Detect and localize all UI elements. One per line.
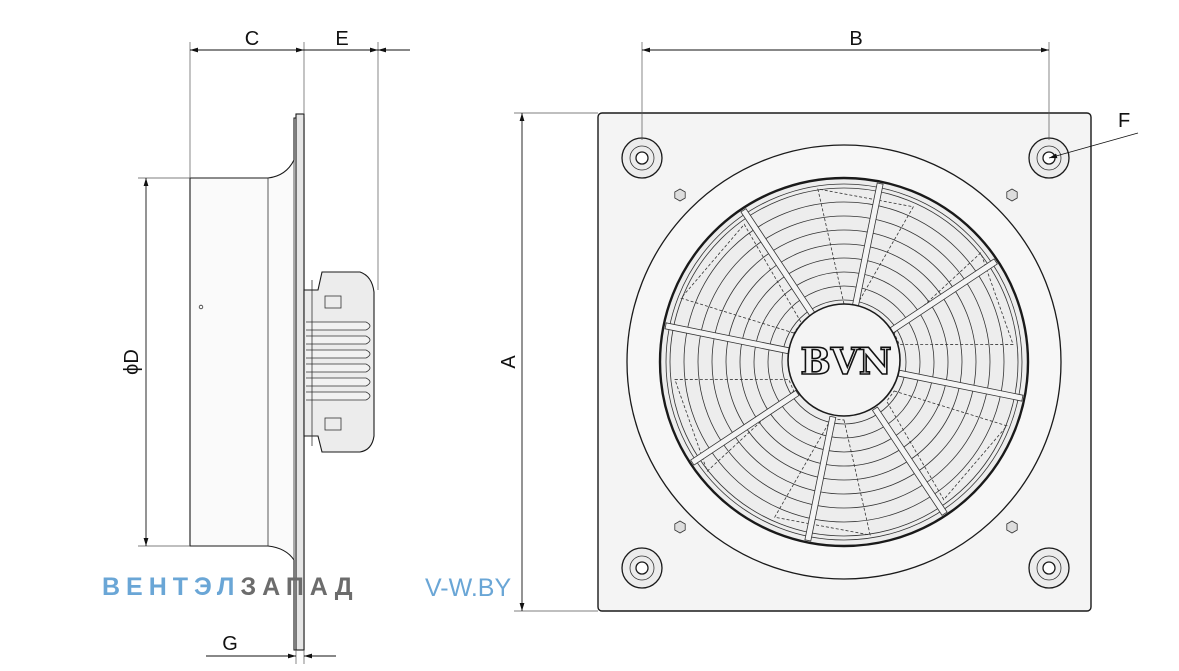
label-f: F <box>1118 110 1130 132</box>
fan-blade <box>817 188 914 306</box>
fan-blade <box>680 223 802 334</box>
mounting-plate <box>295 113 305 651</box>
corner-hole <box>635 151 649 165</box>
logo-text: BVN <box>800 341 891 383</box>
dimension-a: A <box>498 112 598 612</box>
guard-ring <box>753 271 935 453</box>
cooling-rib <box>306 377 371 387</box>
dimension-b: B <box>641 28 1050 140</box>
corner-hole <box>635 561 649 575</box>
hex-nut <box>1006 520 1018 534</box>
label-e: E <box>335 28 348 50</box>
dimension-e: E <box>304 28 410 290</box>
hex-nut <box>1006 188 1018 202</box>
watermark-site: V-W.BY <box>425 574 512 602</box>
fan-blade <box>774 418 871 536</box>
mounting-nuts <box>674 188 1018 534</box>
guard-spoke <box>804 415 837 542</box>
hub <box>787 303 901 417</box>
label-g: G <box>222 633 238 655</box>
corner-holes <box>621 137 1070 589</box>
guard-ring <box>739 257 949 467</box>
cooling-rib <box>306 363 371 373</box>
guard-spoke <box>871 406 948 516</box>
label-c: C <box>245 28 259 50</box>
dimension-d: ϕD <box>121 177 190 547</box>
guard-ring <box>669 187 1019 537</box>
fan-blade <box>674 378 795 472</box>
corner-hole-ring <box>629 145 655 171</box>
cooling-rib <box>306 321 371 331</box>
corner-hole <box>1042 561 1056 575</box>
side-view: C E ϕD G <box>121 28 410 664</box>
guard-ring <box>767 285 921 439</box>
label-a: A <box>498 355 520 369</box>
cooling-rib <box>306 335 371 345</box>
rivet-mark <box>198 304 204 310</box>
front-view: BVN B A F <box>498 28 1139 612</box>
cooling-rib <box>306 349 371 359</box>
watermark-brand: ВЕНТЭЛЗАПАД <box>102 573 359 602</box>
corner-hole-ring <box>1036 145 1062 171</box>
guard-ring <box>725 243 963 481</box>
leader-f: F <box>1048 110 1139 159</box>
guard-ring <box>697 215 991 509</box>
cooling-rib <box>306 391 371 401</box>
fan-blade <box>886 390 1008 501</box>
dimension-c: C <box>189 28 305 178</box>
hex-nut <box>674 188 686 202</box>
corner-hole-ring <box>1036 555 1062 581</box>
corner-hole-ring <box>629 555 655 581</box>
label-b: B <box>849 28 862 50</box>
motor <box>303 271 375 453</box>
watermark-part1: ВЕНТЭЛ <box>102 573 241 601</box>
guard-spoke <box>690 389 800 466</box>
guard-ring <box>711 229 977 495</box>
hex-nut <box>674 520 686 534</box>
dimension-g: G <box>206 633 336 664</box>
watermark-part2: ЗАПАД <box>240 573 359 601</box>
guard-ring <box>781 299 907 425</box>
guard-ring <box>683 201 1005 523</box>
label-d: ϕD <box>121 349 143 375</box>
fan-blade <box>893 252 1014 346</box>
housing-body <box>189 117 305 651</box>
